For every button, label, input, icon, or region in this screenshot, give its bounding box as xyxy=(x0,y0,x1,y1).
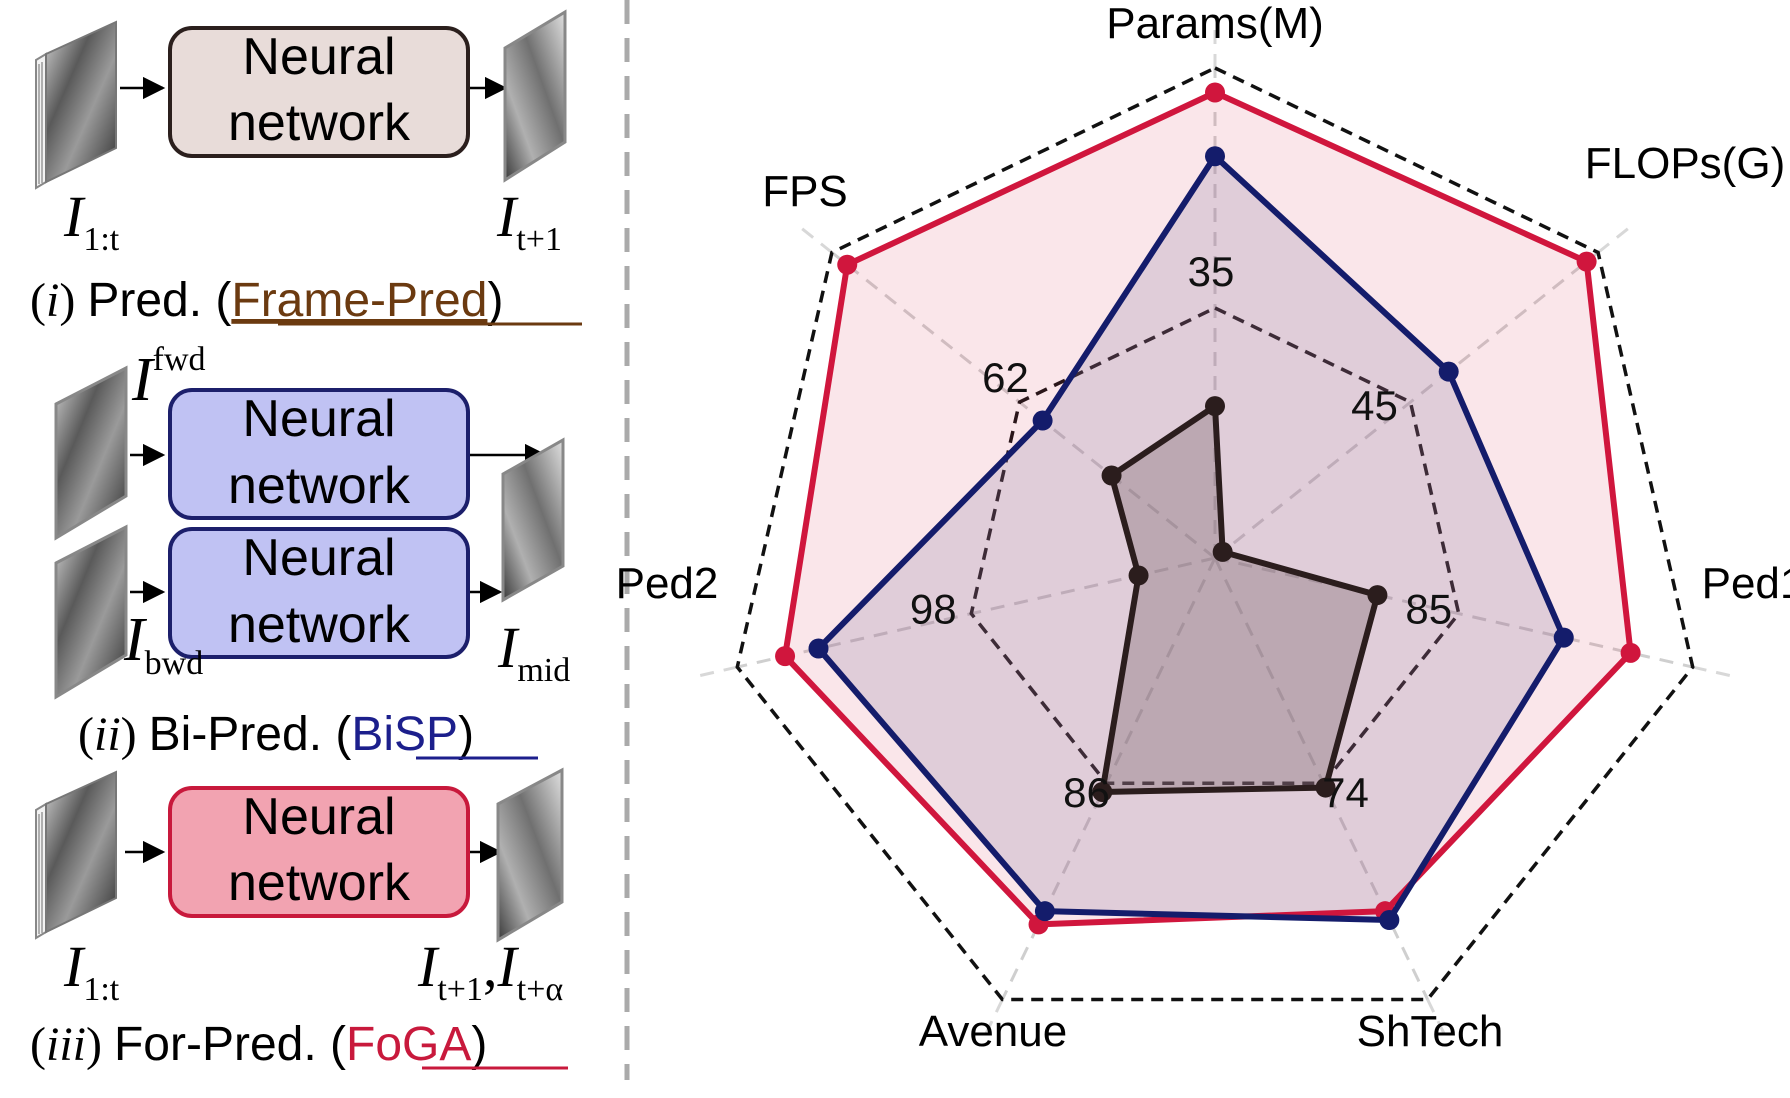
radar-spoke-ext xyxy=(1692,665,1733,678)
radar-tick-label: 98 xyxy=(910,586,957,633)
svg-text:network: network xyxy=(228,596,411,654)
radar-spoke xyxy=(1214,251,1600,560)
radar-ring-inner xyxy=(969,306,1461,785)
radar-series-line-1 xyxy=(815,153,1567,924)
method-link-foga: FoGA xyxy=(346,1018,471,1071)
radar-spoke-ext xyxy=(983,998,1004,1037)
radar-tick-label: 86 xyxy=(1063,769,1110,816)
radar-tick-label: 74 xyxy=(1322,769,1369,816)
radar-axis-label: Ped2 xyxy=(616,559,719,608)
radar-series-area-2 xyxy=(1102,406,1378,792)
box-text-line2: network xyxy=(228,94,411,152)
frame-input-bwd xyxy=(54,524,128,700)
radar-spoke xyxy=(1214,556,1694,669)
input-label: I1:t xyxy=(63,184,120,258)
radar-point xyxy=(1205,396,1225,417)
radar-series-area-0 xyxy=(785,92,1631,925)
panel-pred: Neural network I1:t It+1 (i) Pred. (Fram… xyxy=(30,9,582,327)
radar-axis-label: ShTech xyxy=(1357,1007,1504,1056)
radar-point xyxy=(1101,465,1122,486)
radar-point xyxy=(1576,251,1597,272)
radar-point xyxy=(1315,777,1336,798)
caption-bipred: (ii) Bi-Pred. (BiSP) xyxy=(78,708,474,761)
radar-point xyxy=(808,638,829,659)
radar-point xyxy=(1034,901,1055,922)
radar-point xyxy=(1553,627,1574,648)
caption-pred: (i) Pred. (Frame-Pred) xyxy=(30,274,503,327)
radar-series-line-2 xyxy=(1099,403,1381,795)
output-labels: It+1,It+α xyxy=(417,934,563,1008)
neural-network-box-foga xyxy=(168,786,470,918)
method-link-frame-pred: Frame-Pred xyxy=(231,274,487,327)
radar-point xyxy=(1438,361,1459,382)
mid-label: Imid xyxy=(497,615,570,689)
radar-point xyxy=(1092,781,1113,802)
svg-text:Neural: Neural xyxy=(242,788,395,846)
radar-spoke-ext xyxy=(697,665,738,678)
radar-point xyxy=(1205,82,1225,103)
neural-network-box-fwd xyxy=(168,388,470,520)
radar-point xyxy=(1205,146,1225,167)
radar-axis-label: Ped1 xyxy=(1702,559,1790,608)
radar-tick-label: 85 xyxy=(1405,586,1452,633)
bwd-label: Ibwd xyxy=(123,606,203,682)
radar-labels: 35 45 85 74 86 98 62 Params(M) FLOPs(G) Ped1ShTec… xyxy=(616,0,1790,1056)
svg-text:network: network xyxy=(228,854,411,912)
neural-network-box-bwd xyxy=(168,527,470,659)
radar-spoke xyxy=(830,251,1216,560)
panel-bipred: Neural network Neural network Ifwd Ibwd … xyxy=(54,341,570,761)
radar-axis-label: FLOPs(G) xyxy=(1585,139,1785,188)
method-link-bisp: BiSP xyxy=(351,708,458,761)
frame-input-fwd xyxy=(54,365,128,541)
frame-stack-input xyxy=(35,20,117,190)
radar-tick-label: 35 xyxy=(1188,248,1235,295)
frame-stack-input-2 xyxy=(35,770,117,940)
radar-series xyxy=(775,82,1641,935)
input-label-2: I1:t xyxy=(63,934,120,1008)
radar-spoke-ext xyxy=(1426,998,1447,1037)
radar-point xyxy=(837,254,858,275)
output-label: It+1 xyxy=(496,184,562,258)
radar-point xyxy=(1367,585,1388,606)
svg-text:Neural: Neural xyxy=(242,529,395,587)
radar-point xyxy=(775,646,796,667)
radar-chart: 35 45 85 74 86 98 62 Params(M) FLOPs(G) Ped1ShTec… xyxy=(616,0,1790,1056)
fwd-label: Ifwd xyxy=(131,341,206,414)
radar-point xyxy=(1620,642,1641,663)
radar-tick-label: 62 xyxy=(982,354,1029,401)
radar-axis-label: Avenue xyxy=(919,1007,1067,1056)
neural-network-box-pred xyxy=(168,26,470,158)
radar-tick-label: 45 xyxy=(1351,382,1398,429)
radar-axis-label: FPS xyxy=(762,167,848,216)
radar-spoke-ext xyxy=(799,226,833,254)
frame-output xyxy=(503,9,567,183)
radar-point xyxy=(1032,410,1053,431)
svg-text:network: network xyxy=(228,457,411,515)
frame-output-2 xyxy=(496,767,564,943)
frame-output-mid xyxy=(501,437,565,603)
radar-point xyxy=(1212,541,1233,562)
left-panel: Neural network I1:t It+1 (i) Pred. (Fram… xyxy=(30,9,582,1071)
box-text-line1: Neural xyxy=(242,28,395,86)
svg-text:Neural: Neural xyxy=(242,390,395,448)
radar-point xyxy=(1379,910,1400,931)
caption-forpred: (iii) For-Pred. (FoGA) xyxy=(30,1018,487,1071)
radar-series-area-1 xyxy=(818,156,1564,921)
radar-axis-label: Params(M) xyxy=(1106,0,1324,48)
radar-point xyxy=(1128,565,1149,586)
panel-forpred: Neural network I1:t It+1,It+α (iii) For-… xyxy=(30,767,568,1071)
radar-spoke-ext xyxy=(1597,226,1631,254)
radar-ring-outer xyxy=(735,66,1695,1002)
